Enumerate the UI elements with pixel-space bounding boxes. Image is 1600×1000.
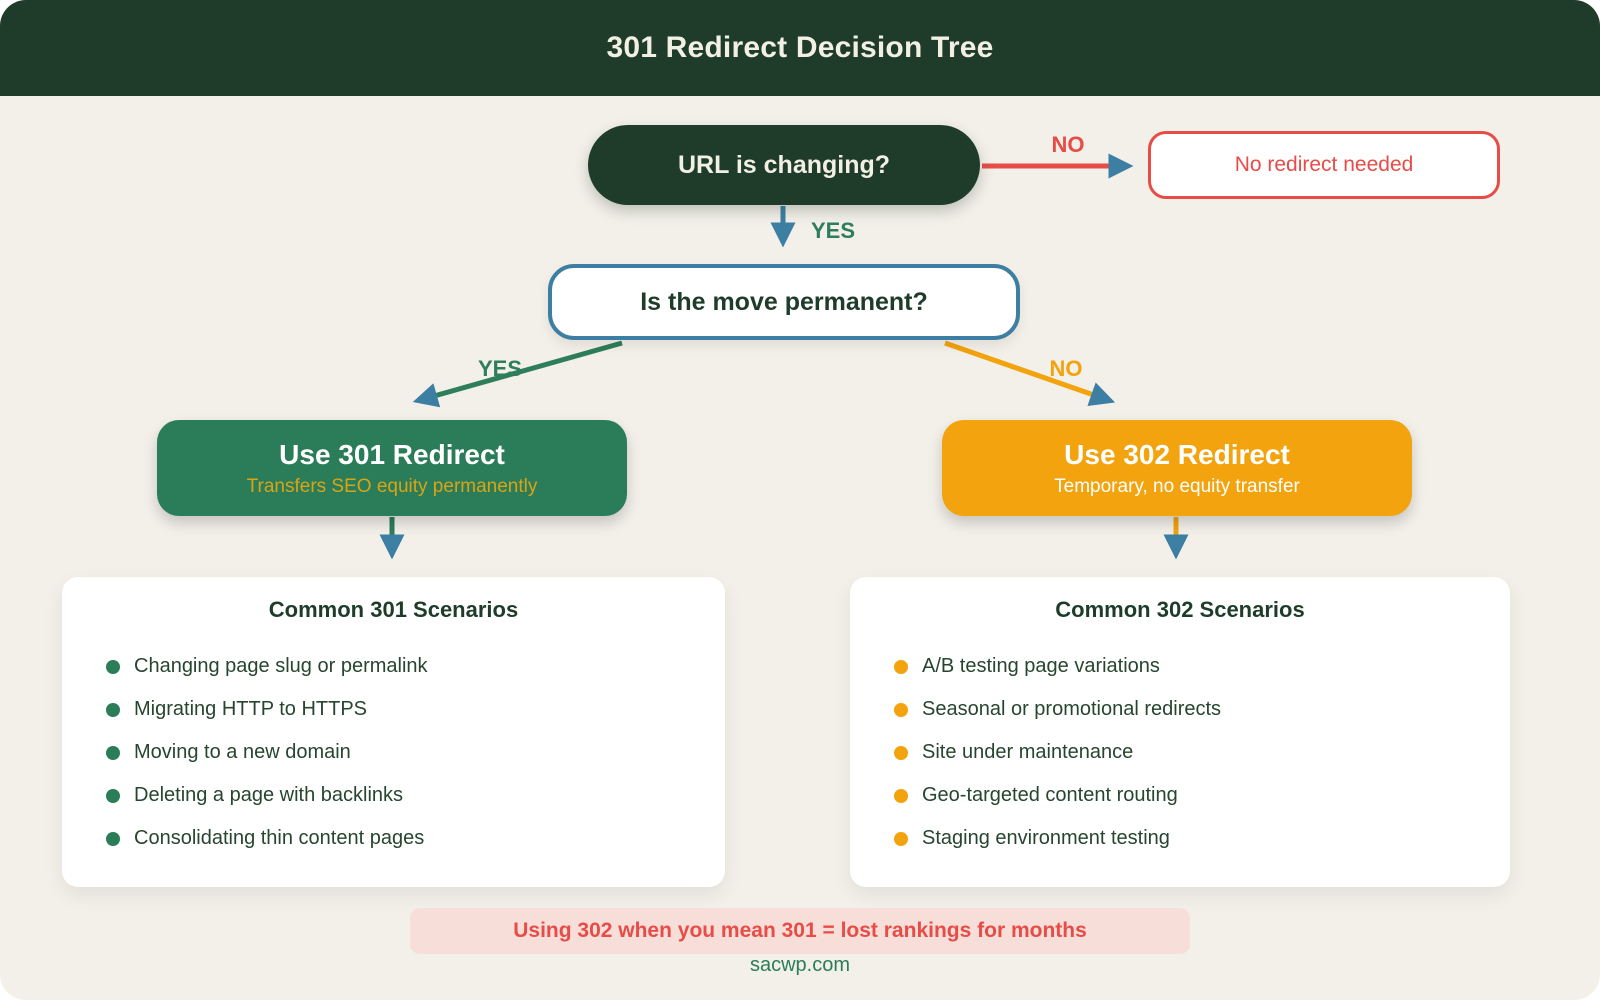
bullet-icon bbox=[106, 831, 120, 846]
list-item: Geo-targeted content routing bbox=[894, 774, 1470, 817]
list-item: Deleting a page with backlinks bbox=[106, 774, 685, 817]
bullet-icon bbox=[894, 659, 908, 674]
bullet-icon bbox=[106, 659, 120, 674]
use-302-subtitle: Temporary, no equity transfer bbox=[1054, 475, 1300, 497]
list-item-label: A/B testing page variations bbox=[922, 655, 1160, 677]
list-item-label: Migrating HTTP to HTTPS bbox=[134, 698, 368, 720]
list-item-label: Geo-targeted content routing bbox=[922, 784, 1178, 806]
card-302-heading: Common 302 Scenarios bbox=[1055, 597, 1305, 622]
edge-permanent-no-arrow bbox=[944, 340, 1116, 407]
edge-label-yes-top: YES bbox=[810, 218, 856, 243]
node-url-changing: URL is changing? bbox=[588, 125, 980, 205]
list-item: Site under maintenance bbox=[894, 731, 1470, 774]
card-301-list: Changing page slug or permalink Migratin… bbox=[62, 645, 725, 860]
edge-label-no-diagonal: NO bbox=[1049, 356, 1083, 381]
list-item-label: Staging environment testing bbox=[922, 827, 1170, 849]
bullet-icon bbox=[106, 702, 120, 717]
bullet-icon bbox=[106, 788, 120, 803]
use-302-title: Use 302 Redirect bbox=[1064, 438, 1290, 470]
list-item-label: Site under maintenance bbox=[922, 741, 1134, 763]
list-item: Seasonal or promotional redirects bbox=[894, 688, 1470, 731]
bullet-icon bbox=[894, 788, 908, 803]
card-301-heading: Common 301 Scenarios bbox=[268, 597, 519, 622]
list-item-label: Seasonal or promotional redirects bbox=[922, 698, 1222, 720]
bullet-icon bbox=[894, 831, 908, 846]
bullet-icon bbox=[106, 745, 120, 760]
title-bar: 301 Redirect Decision Tree bbox=[0, 0, 1600, 96]
node-use-301: Use 301 Redirect Transfers SEO equity pe… bbox=[157, 420, 627, 516]
card-302-list: A/B testing page variations Seasonal or … bbox=[850, 645, 1510, 860]
footer-site-url: sacwp.com bbox=[749, 954, 851, 976]
list-item: Migrating HTTP to HTTPS bbox=[106, 688, 685, 731]
list-item: A/B testing page variations bbox=[894, 645, 1470, 688]
list-item-label: Deleting a page with backlinks bbox=[134, 784, 404, 806]
edge-label-yes-diagonal: YES bbox=[477, 356, 523, 381]
list-item: Moving to a new domain bbox=[106, 731, 685, 774]
use-301-title: Use 301 Redirect bbox=[279, 438, 505, 470]
page-title: 301 Redirect Decision Tree bbox=[606, 31, 994, 64]
node-no-redirect-needed: No redirect needed bbox=[1148, 131, 1500, 199]
bullet-icon bbox=[894, 702, 908, 717]
card-301-scenarios: Common 301 Scenarios Changing page slug … bbox=[62, 577, 725, 887]
use-301-subtitle: Transfers SEO equity permanently bbox=[246, 475, 538, 497]
list-item-label: Changing page slug or permalink bbox=[134, 655, 428, 677]
node-move-permanent: Is the move permanent? bbox=[548, 264, 1020, 340]
list-item-label: Moving to a new domain bbox=[134, 741, 351, 763]
list-item: Changing page slug or permalink bbox=[106, 645, 685, 688]
list-item: Staging environment testing bbox=[894, 817, 1470, 860]
node-use-302: Use 302 Redirect Temporary, no equity tr… bbox=[942, 420, 1412, 516]
bullet-icon bbox=[894, 745, 908, 760]
warning-banner: Using 302 when you mean 301 = lost ranki… bbox=[410, 908, 1190, 954]
edge-label-no-top: NO bbox=[1051, 132, 1085, 157]
list-item-label: Consolidating thin content pages bbox=[134, 827, 425, 849]
list-item: Consolidating thin content pages bbox=[106, 817, 685, 860]
card-302-scenarios: Common 302 Scenarios A/B testing page va… bbox=[850, 577, 1510, 887]
